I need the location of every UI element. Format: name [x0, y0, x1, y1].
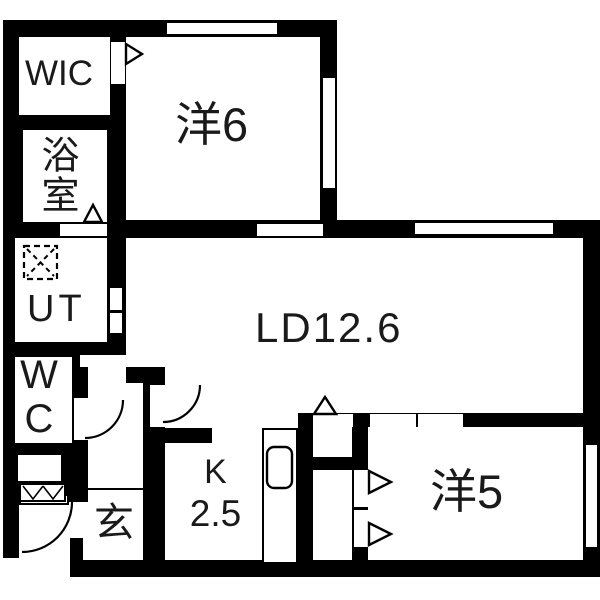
- bedroom5-door-slot-1: [370, 414, 416, 427]
- wall-entrance-stub: [70, 538, 83, 568]
- utility-door-slot-2: [110, 313, 122, 333]
- hallway-floor: [88, 355, 126, 460]
- top-window: [167, 23, 277, 34]
- kitchen-letter: K: [204, 453, 227, 491]
- washing-machine-dashed-square-icon: [22, 244, 59, 281]
- room-toilet-floor: [15, 357, 72, 443]
- room-label-bedroom5: 洋5: [430, 465, 504, 518]
- room-label-utility: UT: [27, 288, 86, 330]
- bedroom6-side-window: [323, 78, 335, 188]
- shoe-cabinet-door-lines: [22, 485, 64, 501]
- room-label-toilet: WC: [17, 353, 61, 441]
- storage-box: [16, 453, 63, 483]
- closet-folding-door-triangle-icon-2: [367, 521, 394, 547]
- wall-hall-kitchen: [143, 380, 165, 577]
- room-label-bedroom6: 洋6: [175, 98, 249, 151]
- room-utility-floor: [15, 238, 107, 342]
- room-wic-floor: [19, 37, 110, 115]
- living-door-slot: [150, 385, 165, 427]
- wc-door-arc-icon: [84, 399, 125, 440]
- wall-kitchen-closet: [298, 415, 313, 567]
- wall-bottom: [70, 560, 600, 577]
- room-label-living-dining: LD12.6: [255, 304, 403, 351]
- bedroom5-side-window: [586, 445, 597, 547]
- room-label-bathroom: 浴室: [35, 135, 77, 215]
- ld-door-arc-icon: [162, 384, 202, 424]
- closet-opening-triangle-icon: [311, 394, 339, 416]
- room-label-wic: WIC: [25, 54, 94, 93]
- wall-hall-top-stub: [122, 367, 165, 383]
- toilet-door-slot: [74, 398, 88, 440]
- room-label-kitchen: K 2.5: [163, 455, 268, 532]
- wic-door-triangle-icon: [124, 41, 145, 67]
- bedroom6-door-slot: [257, 224, 323, 236]
- wall-kitchen-stub: [162, 428, 212, 443]
- wall-closet-divider: [308, 457, 352, 470]
- wic-door-slot: [111, 42, 125, 84]
- kitchen-sink-icon: [265, 445, 294, 490]
- hallway-floor-upper: [80, 355, 122, 367]
- closet-folding-door-triangle-icon-1: [367, 469, 394, 495]
- closet-folding-door-slot-1: [354, 470, 368, 507]
- closet-top-opening-slot: [313, 414, 353, 427]
- bath-door-triangle-icon: [82, 202, 104, 224]
- utility-door-slot-1: [110, 288, 122, 310]
- kitchen-area: 2.5: [189, 493, 242, 534]
- bathroom-door-slot: [60, 224, 107, 236]
- entrance-door-arc-icon: [21, 501, 74, 554]
- closet-folding-door-slot-2: [354, 510, 368, 547]
- room-label-entrance: 玄: [94, 501, 134, 545]
- bedroom5-door-slot-2: [418, 414, 463, 427]
- living-top-window: [415, 223, 553, 234]
